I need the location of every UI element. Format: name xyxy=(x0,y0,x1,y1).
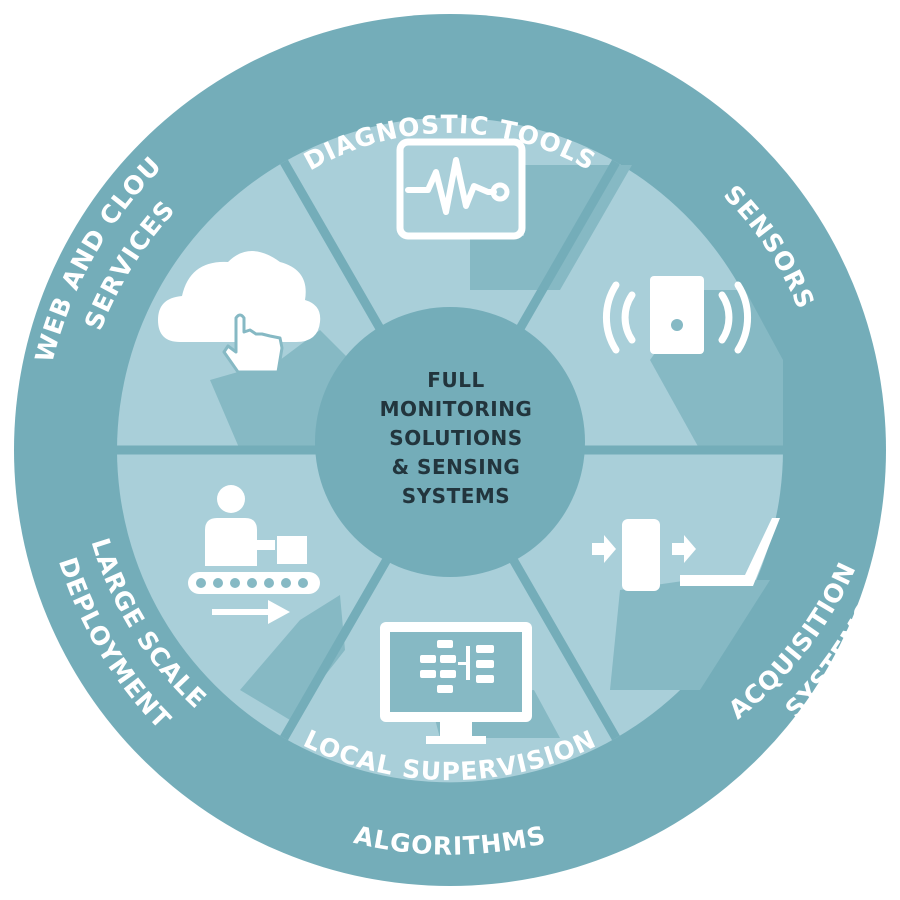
shadow-large-scale xyxy=(240,595,345,720)
center-label: FULL MONITORING SOLUTIONS & SENSING SYST… xyxy=(380,368,533,508)
flowchart-monitor-icon xyxy=(380,622,532,744)
center-line-1: FULL xyxy=(427,368,484,392)
cloud-pointer-icon xyxy=(158,251,321,374)
wireless-sensor-icon xyxy=(603,276,751,354)
shadow-acquisition xyxy=(610,580,770,690)
center-line-3: SOLUTIONS xyxy=(389,426,522,450)
center-line-2: MONITORING xyxy=(380,397,533,421)
center-line-5: SYSTEMS xyxy=(402,484,510,508)
conveyor-worker-icon xyxy=(188,485,320,624)
waveform-monitor-icon xyxy=(396,138,526,240)
center-disk xyxy=(315,307,585,577)
center-line-4: & SENSING xyxy=(392,455,521,479)
data-acquisition-icon xyxy=(592,518,780,591)
